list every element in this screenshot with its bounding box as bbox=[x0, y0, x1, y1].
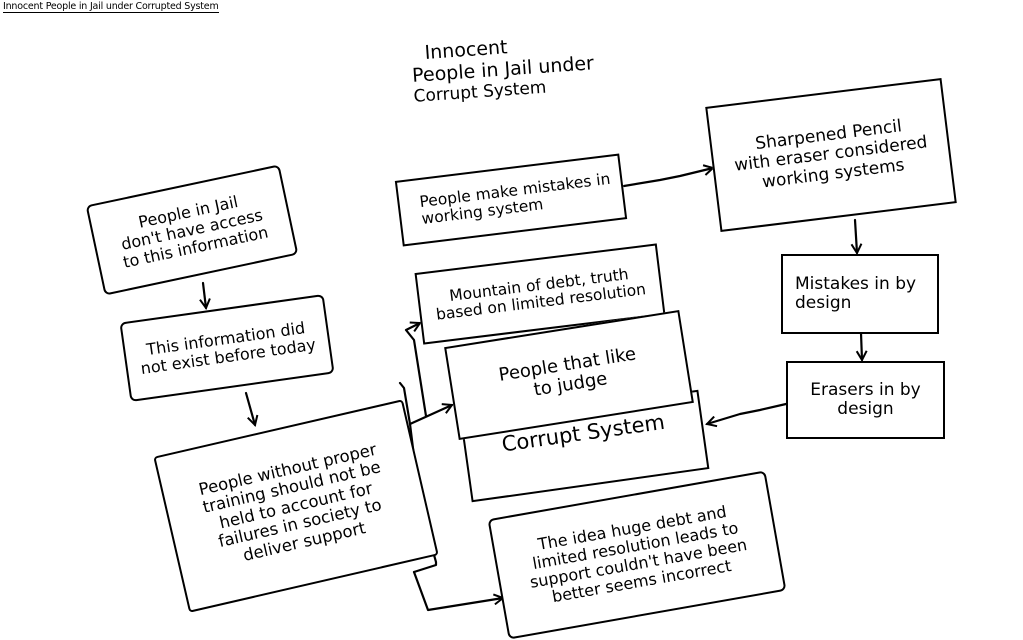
node-not-exist-text: This information did not exist before to… bbox=[139, 318, 317, 379]
edge-mistakes-working-to-sharpened-pencil bbox=[622, 168, 713, 188]
node-mistakes-by-design-text: Mistakes in by design bbox=[795, 273, 917, 313]
edge-sharpened-pencil-to-mistakes-by-design bbox=[855, 218, 857, 253]
node-mistakes-working-text: People make mistakes in working system bbox=[418, 169, 612, 228]
edge-no-training-to-mountain-debt bbox=[404, 323, 428, 418]
node-erasers-by-design-text: Erasers in by design bbox=[810, 379, 921, 419]
edge-no-access-to-not-exist bbox=[203, 281, 206, 308]
node-erasers-by-design: Erasers in by design bbox=[786, 361, 945, 439]
edge-no-training-to-like-to-judge bbox=[408, 405, 452, 426]
page-title: Innocent People in Jail under Corrupted … bbox=[3, 1, 219, 13]
node-like-to-judge-text: People that like to judge bbox=[497, 343, 638, 401]
node-sharpened-pencil-text: Sharpened Pencil with eraser considered … bbox=[733, 116, 929, 193]
node-mistakes-by-design: Mistakes in by design bbox=[781, 254, 939, 334]
edge-no-training-to-huge-debt bbox=[412, 570, 503, 612]
edge-erasers-by-design-to-corrupt-system bbox=[707, 402, 788, 424]
diagram-heading: Innocent People in Jail under Corrupt Sy… bbox=[410, 31, 596, 107]
node-huge-debt-text: The idea huge debt and limited resolutio… bbox=[528, 502, 749, 607]
node-no-training-text: People without proper training should no… bbox=[196, 439, 384, 565]
node-no-access-text: People in Jail don't have access to this… bbox=[119, 192, 270, 272]
edge-not-exist-to-no-training bbox=[244, 391, 255, 425]
edge-mistakes-by-design-to-erasers-by-design bbox=[861, 331, 862, 360]
node-mountain-debt-text: Mountain of debt, truth based on limited… bbox=[435, 264, 647, 324]
